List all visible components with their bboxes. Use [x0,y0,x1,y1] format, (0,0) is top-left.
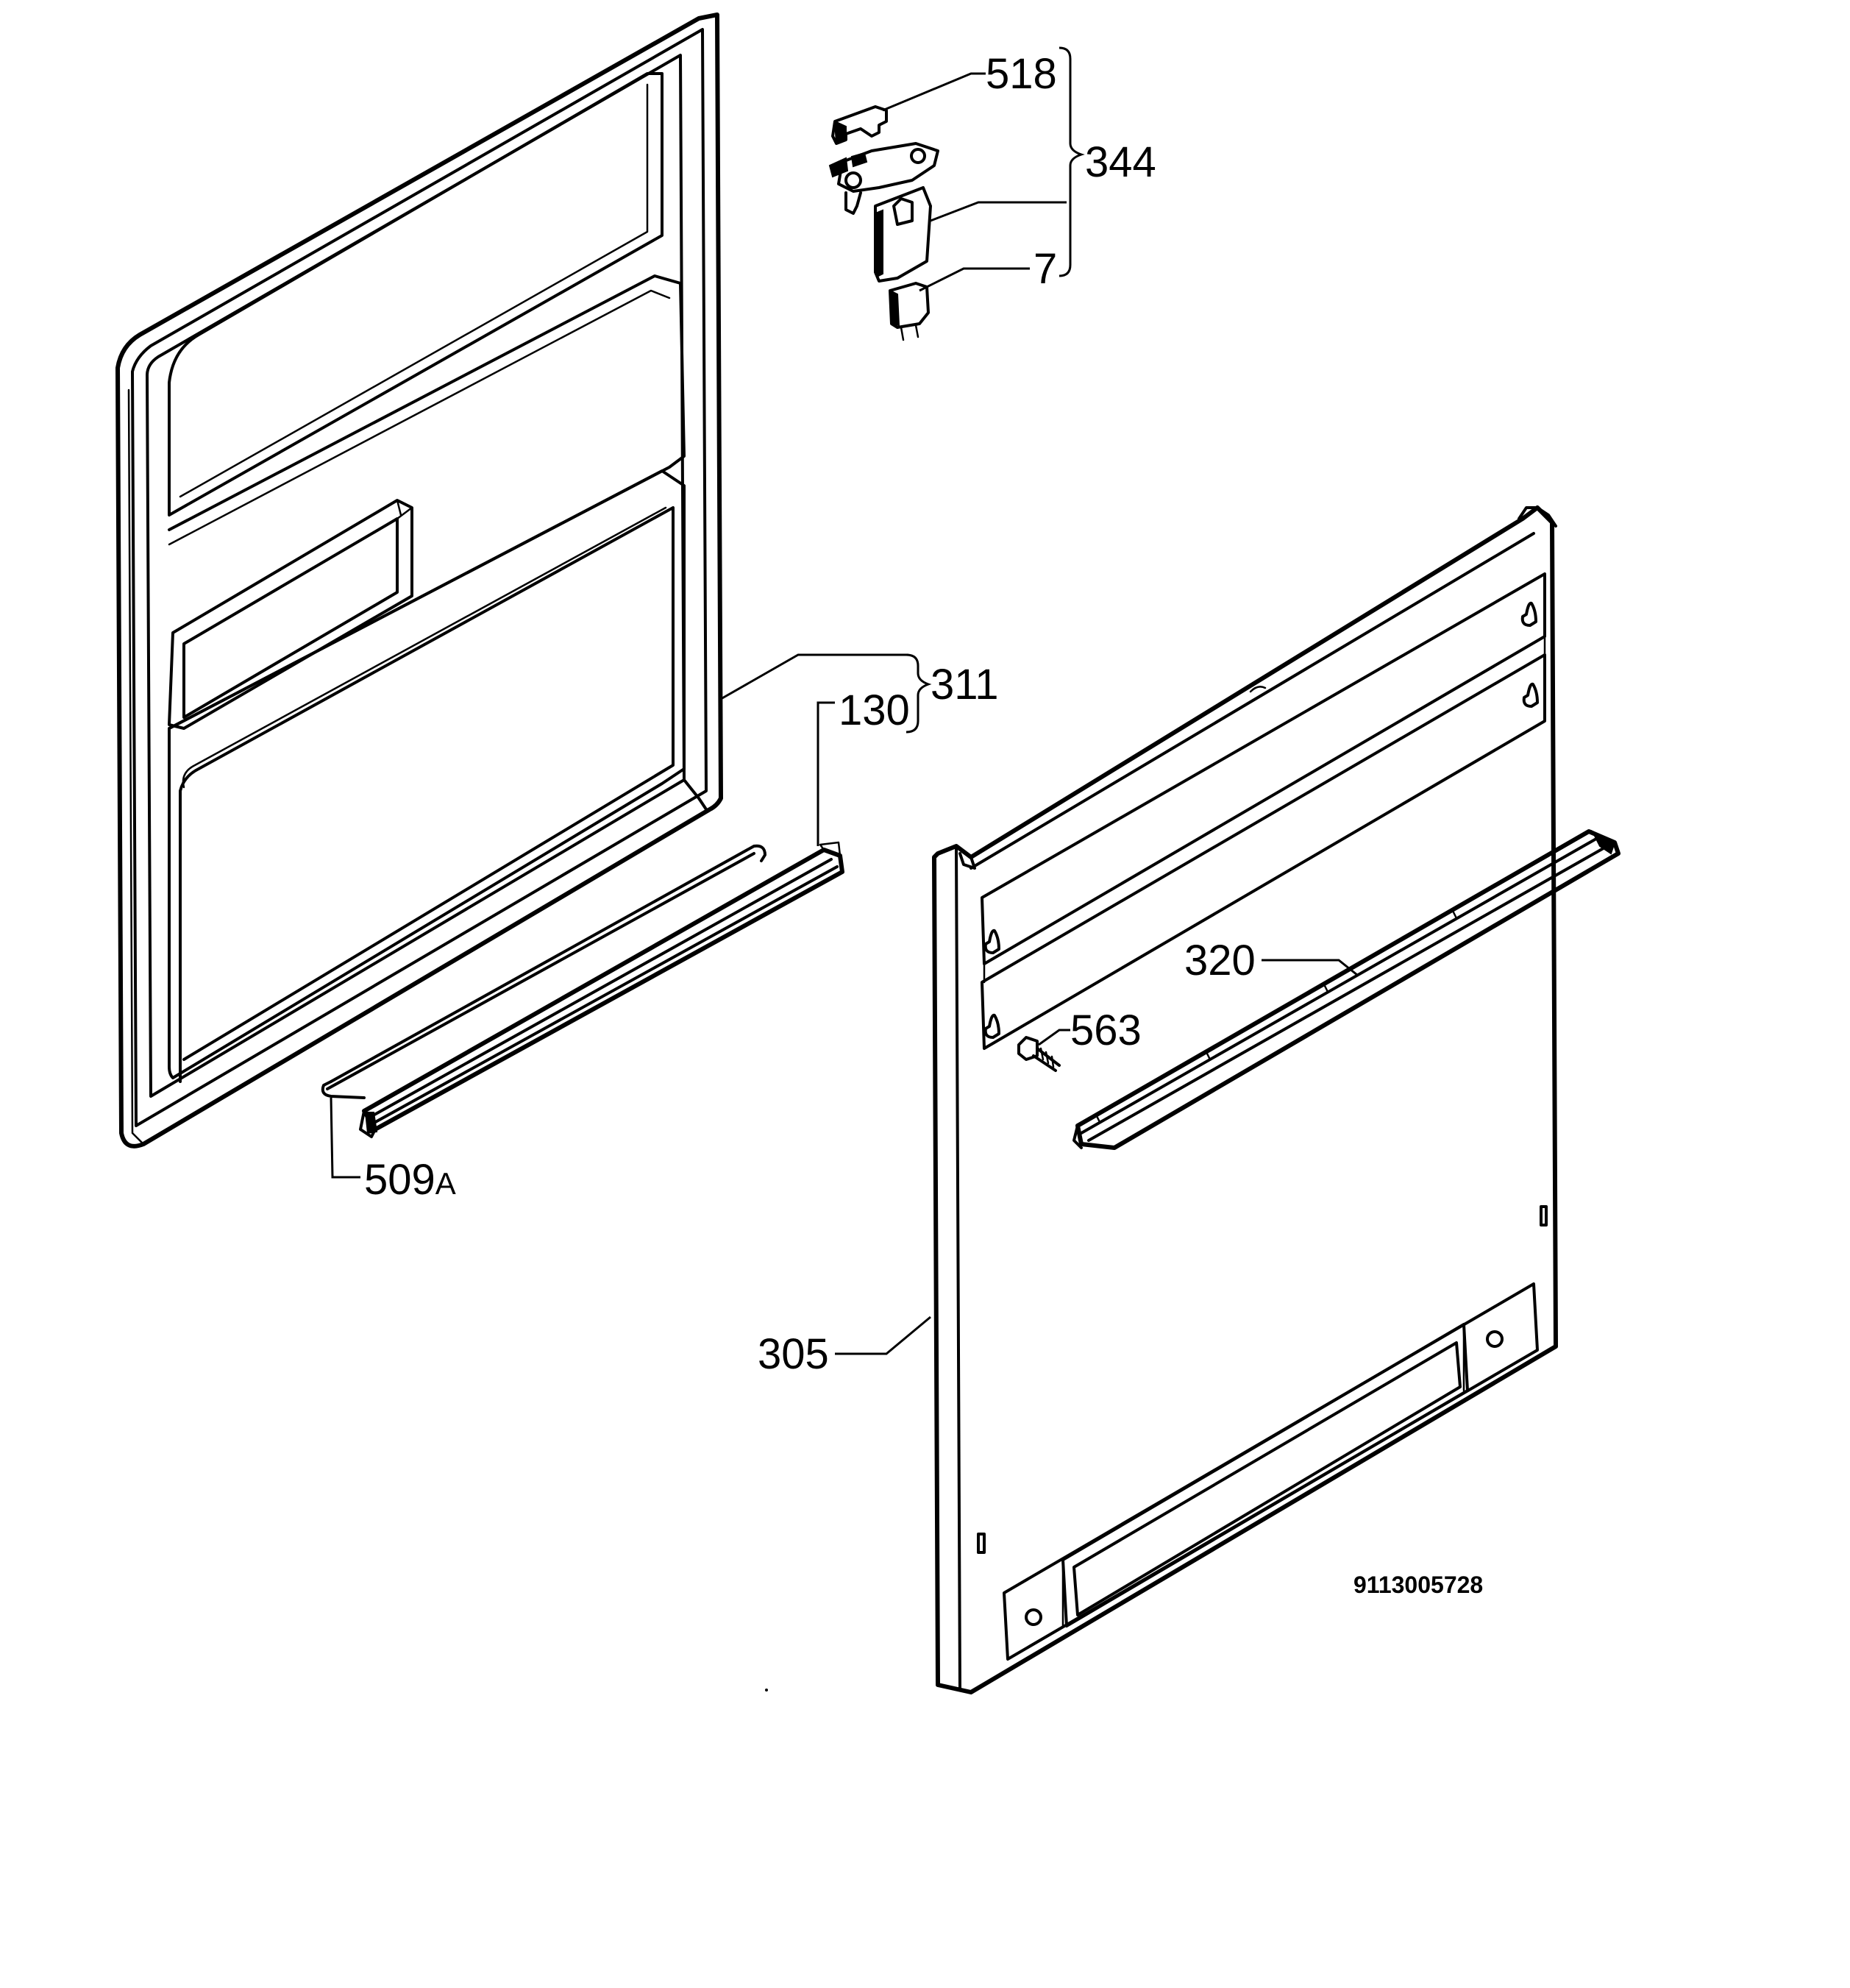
part-label-320: 320 [1184,937,1256,984]
leader-lines [330,46,1358,1355]
part-label-305: 305 [758,1330,829,1378]
part-label-7: 7 [1033,245,1057,293]
part-label-311: 311 [931,661,998,709]
part-label-563: 563 [1070,1007,1142,1054]
screw [1017,1036,1061,1072]
handle-rail [1072,829,1620,1150]
door-latch-assembly [828,105,939,341]
inner-door-panel [115,13,723,1149]
part-label-509A: 509A [364,1156,456,1204]
part-label-344: 344 [1085,138,1156,186]
part-label-509A-number: 509 [364,1156,435,1204]
stray-dot [765,1689,768,1691]
part-labels: 518 344 7 311 130 509A 320 563 305 91130… [364,50,1483,1598]
lower-gasket-strip [321,841,844,1138]
part-label-518: 518 [986,50,1057,98]
drawing-number: 9113005728 [1353,1572,1483,1598]
part-label-509A-suffix: A [435,1166,456,1201]
part-label-130: 130 [839,686,910,734]
outer-door-panel [932,505,1558,1694]
